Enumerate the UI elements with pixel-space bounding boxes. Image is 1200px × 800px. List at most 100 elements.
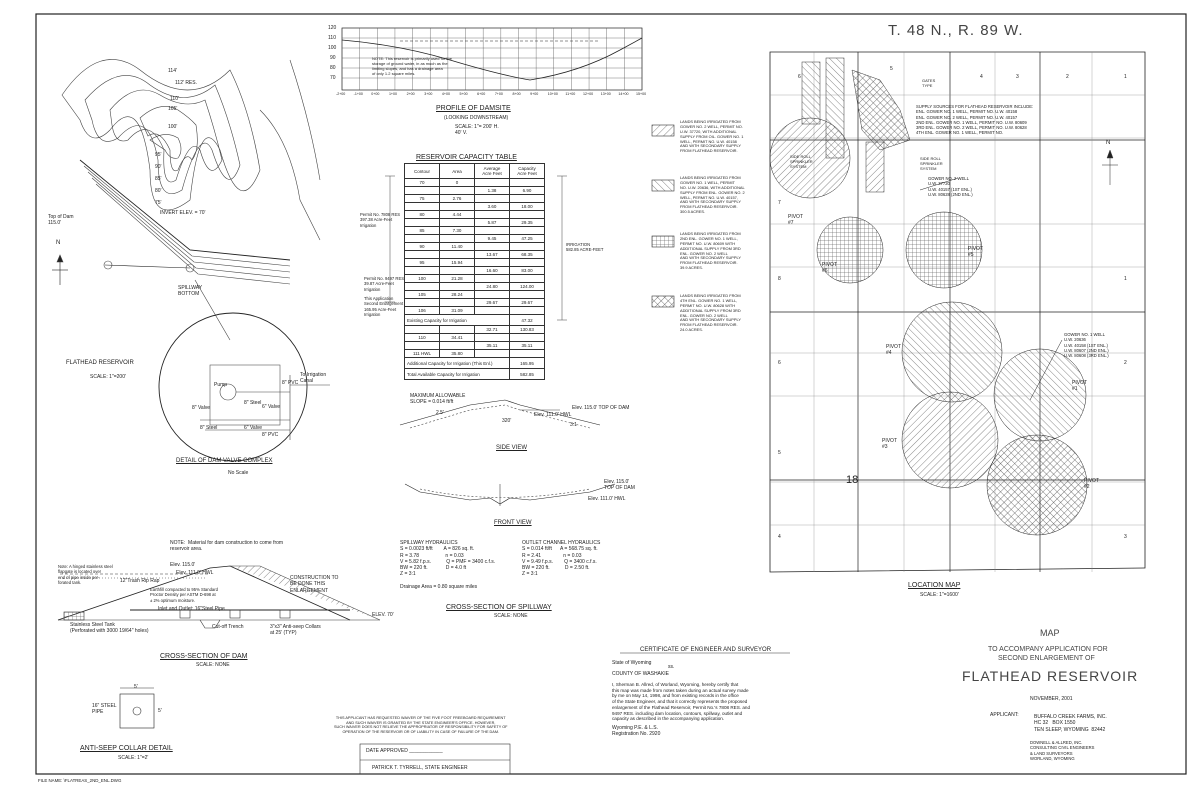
supply-sources: SUPPLY SOURCES FOR FLATHEAD RESERVOIR IN… <box>916 104 1034 136</box>
capacity-cell <box>474 226 510 235</box>
valve-label-8: 8" PVC <box>262 432 279 438</box>
capacity-cell: 85 <box>404 226 440 235</box>
capacity-cell: 90 <box>404 242 440 251</box>
valve-label-1: 8" Valve <box>192 405 211 411</box>
section-number: 2 <box>1066 74 1069 80</box>
capacity-cell: 29.67 <box>509 298 545 307</box>
capacity-cell: 105 <box>404 290 440 299</box>
dam-toe-1 <box>83 165 291 267</box>
township-label: T. 48 N., R. 89 W. <box>888 22 1024 39</box>
contour-label-100: 100' <box>168 124 178 130</box>
certificate-title: CERTIFICATE OF ENGINEER AND SURVEYOR <box>640 647 772 653</box>
contour-label-105: 105' <box>168 106 178 112</box>
capacity-cell <box>404 282 440 291</box>
contour-114 <box>61 59 261 211</box>
location-map-title: LOCATION MAP <box>908 582 961 589</box>
profile-ytick-100: 100 <box>328 45 337 51</box>
capacity-cell <box>474 349 510 358</box>
valve-label-7: 6" Valve <box>244 425 263 431</box>
profile-xtick: 8+00 <box>512 92 521 96</box>
capacity-cell: 0 <box>439 178 475 187</box>
dam-toe-3 <box>91 177 291 279</box>
profile-xtick: -1+00 <box>353 92 363 96</box>
gates-label: GATES TYPE <box>922 78 936 88</box>
profile-ytick-70: 70 <box>330 75 336 81</box>
plan-title: FLATHEAD RESERVOIR <box>66 360 134 366</box>
outlet-pipe <box>104 264 191 269</box>
capacity-cell: 130.83 <box>509 325 545 334</box>
collar-title: ANTI-SEEP COLLAR DETAIL <box>80 745 173 752</box>
contour-100 <box>109 89 223 183</box>
collars-label: 3"x3" Anti-seep Collars at 25' (TYP) <box>270 624 321 637</box>
side-roll-2: SIDE ROLL SPRINKLER SYSTEM <box>920 156 943 171</box>
irrigation-total-label: IRRIGATION 582.85 ACRE-FEET <box>566 242 604 253</box>
capacity-cell: 29.67 <box>474 298 510 307</box>
anti-seep-collar <box>119 687 155 729</box>
pivot-6: PIVOT #6 <box>822 262 838 275</box>
tb-map: MAP <box>1040 628 1060 638</box>
capacity-cell: 24.80 <box>474 282 510 291</box>
dam-toe-2 <box>87 171 291 273</box>
capacity-cell: 31.09 <box>439 306 475 315</box>
profile-xtick: 1+00 <box>388 92 398 96</box>
tb-line1: TO ACCOMPANY APPLICATION FOR <box>988 646 1108 653</box>
capacity-title: RESERVOIR CAPACITY TABLE <box>416 154 517 161</box>
material-note: NOTE: Material for dam construction to c… <box>170 540 284 553</box>
capacity-cell: 35.80 <box>439 349 475 358</box>
capacity-header: Area <box>439 163 475 179</box>
profile-ytick-120: 120 <box>328 25 337 31</box>
location-map <box>769 51 1146 573</box>
capacity-cell: 21.28 <box>439 274 475 283</box>
section-number: 8 <box>778 276 781 282</box>
capacity-cell <box>404 250 440 259</box>
capacity-cell <box>509 349 545 358</box>
cert-ss: ss. <box>668 664 675 670</box>
collar-pipe-label: 16" STEEL PIPE <box>92 703 117 716</box>
valve-label-5: To Irrigation Canal <box>300 372 327 385</box>
cutoff-label: Cut-off Trench <box>212 624 244 630</box>
legend-2: LANDS BEING IRRIGATED FROM GOWER NO. 1 W… <box>680 175 745 215</box>
contour-90 <box>139 106 198 172</box>
capacity-cell: 1.38 <box>474 186 510 195</box>
capacity-cell: 4.44 <box>439 210 475 219</box>
capacity-cell: 83.00 <box>509 266 545 275</box>
section-number: 5 <box>778 450 781 456</box>
legend-1: LANDS BEING IRRIGATED FROM GOWER NO. 2 W… <box>680 119 744 154</box>
profile-ytick-90: 90 <box>330 55 336 61</box>
capacity-cell <box>404 202 440 211</box>
capacity-cell: 29.35 <box>509 218 545 227</box>
profile-ytick-110: 110 <box>328 35 336 41</box>
capacity-cell <box>509 274 545 283</box>
capacity-cell <box>439 250 475 259</box>
side-contour <box>259 109 321 241</box>
ground-profile <box>341 37 643 81</box>
pivot-2: PIVOT #2 <box>1084 478 1100 491</box>
capacity-cell: 5.87 <box>474 218 510 227</box>
tb-engineer: DOWNELL & ALLRED, INC. CONSULTING CIVIL … <box>1030 740 1095 761</box>
capacity-cell <box>474 274 510 283</box>
profile-title: PROFILE OF DAMSITE <box>436 105 511 112</box>
earthfill-label: Earthfill compacted to 95% Standard Proc… <box>150 587 218 603</box>
dam-crest <box>79 159 291 261</box>
contour-label-114: 114' <box>168 68 177 74</box>
valve-box <box>185 263 195 273</box>
capacity-cell: 47.25 <box>509 234 545 243</box>
side-view <box>399 399 601 429</box>
capacity-cell <box>474 306 510 315</box>
tank-label: Stainless Steel Tank (Perforated with 30… <box>70 622 149 635</box>
capacity-cell <box>404 341 440 350</box>
file-name: FILE NAME: \FLATREAS_2ND_ENL.DWG <box>38 778 122 783</box>
legend-swatches <box>651 124 675 308</box>
cert-registration: Wyoming P.E. & L.S. Registration No. 292… <box>612 725 661 738</box>
